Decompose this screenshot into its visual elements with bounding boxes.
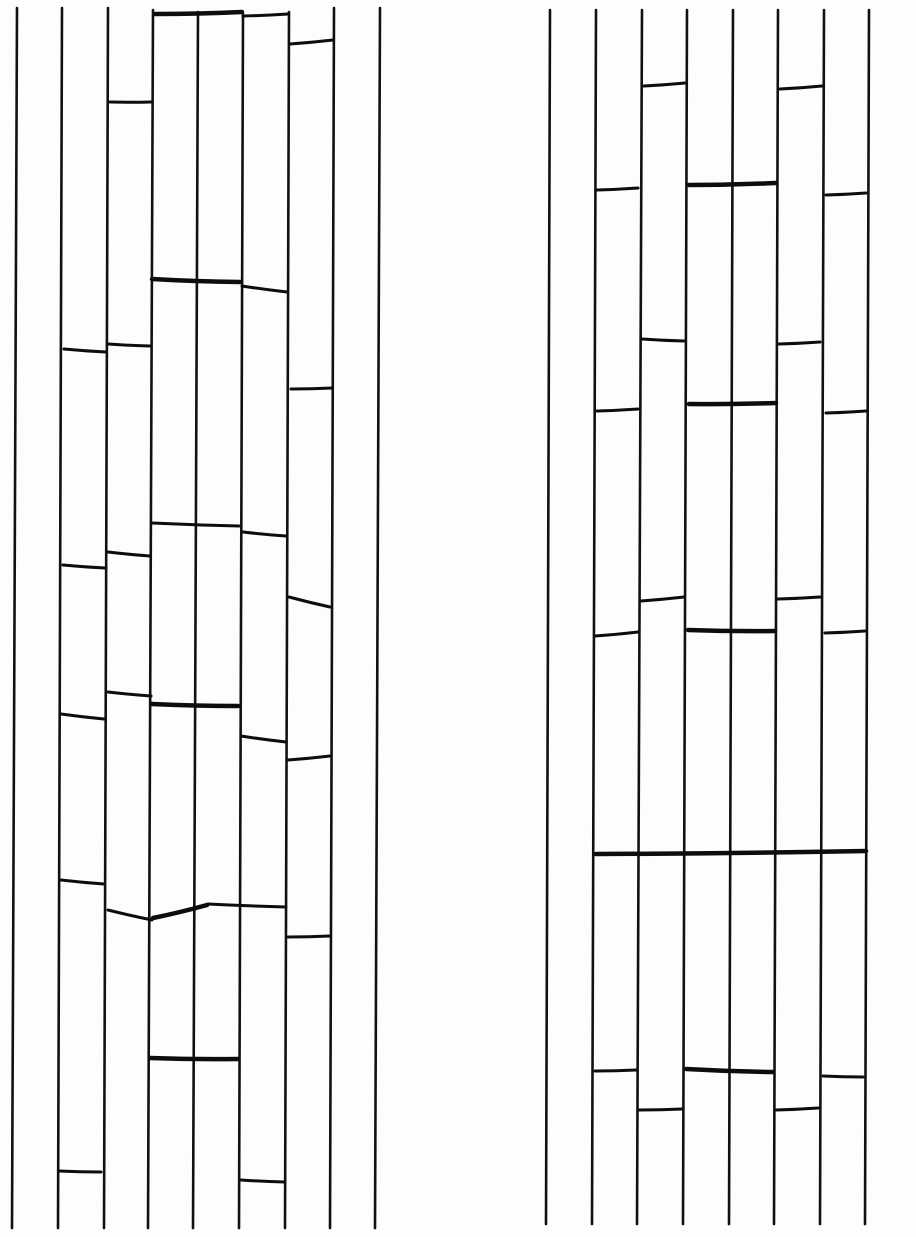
horizontal-mark (689, 183, 776, 185)
vertical-line (148, 10, 153, 1228)
horizontal-mark (243, 532, 286, 536)
horizontal-mark (779, 342, 820, 344)
vertical-line (375, 8, 380, 1228)
horizontal-mark (780, 86, 822, 89)
horizontal-mark (241, 1180, 285, 1182)
vertical-line (12, 8, 17, 1228)
horizontal-mark (826, 411, 866, 413)
horizontal-mark (152, 523, 239, 526)
horizontal-mark (595, 632, 638, 636)
vertical-line (592, 10, 596, 1224)
vertical-line (104, 8, 108, 1228)
horizontal-mark (289, 597, 330, 607)
horizontal-mark (243, 14, 288, 16)
horizontal-mark (644, 83, 685, 86)
horizontal-mark (776, 1108, 818, 1110)
horizontal-mark (288, 936, 330, 937)
vertical-line (330, 8, 334, 1228)
horizontal-mark (291, 388, 332, 389)
horizontal-mark (61, 714, 104, 719)
horizontal-mark (108, 692, 151, 696)
horizontal-mark (153, 905, 207, 918)
left-panel (12, 8, 380, 1228)
horizontal-mark (208, 904, 286, 907)
horizontal-mark (639, 1109, 682, 1110)
horizontal-mark (108, 344, 150, 346)
horizontal-mark (63, 565, 105, 568)
horizontal-mark (686, 1069, 773, 1072)
horizontal-mark (59, 1171, 101, 1172)
vertical-line (820, 10, 824, 1224)
horizontal-mark (642, 339, 684, 341)
horizontal-mark (155, 12, 242, 14)
horizontal-mark (688, 630, 775, 631)
horizontal-mark (108, 910, 152, 920)
horizontal-mark (152, 704, 238, 706)
horizontal-mark (242, 286, 287, 292)
horizontal-mark (826, 193, 866, 195)
horizontal-mark (595, 1070, 636, 1071)
horizontal-mark (288, 756, 330, 760)
horizontal-mark (596, 851, 866, 854)
horizontal-mark (778, 597, 820, 599)
horizontal-mark (290, 40, 333, 44)
horizontal-mark (152, 279, 240, 282)
vertical-line (546, 10, 550, 1224)
vertical-line (637, 10, 642, 1224)
vertical-line (193, 12, 198, 1228)
right-panel (546, 10, 869, 1224)
vertical-line (239, 14, 243, 1228)
horizontal-mark (641, 597, 684, 601)
horizontal-mark (150, 1058, 238, 1059)
horizontal-mark (241, 736, 286, 742)
vertical-line (683, 10, 687, 1224)
horizontal-mark (689, 403, 776, 404)
vertical-line (729, 10, 733, 1224)
horizontal-mark (597, 409, 638, 411)
horizontal-mark (825, 631, 865, 633)
horizontal-mark (823, 1076, 863, 1077)
vertical-line (58, 8, 62, 1228)
vertical-line (285, 12, 289, 1228)
horizontal-mark (61, 880, 104, 884)
horizontal-mark (64, 349, 106, 352)
vertical-line (774, 10, 778, 1224)
horizontal-mark (597, 188, 638, 190)
horizontal-mark (108, 552, 150, 556)
